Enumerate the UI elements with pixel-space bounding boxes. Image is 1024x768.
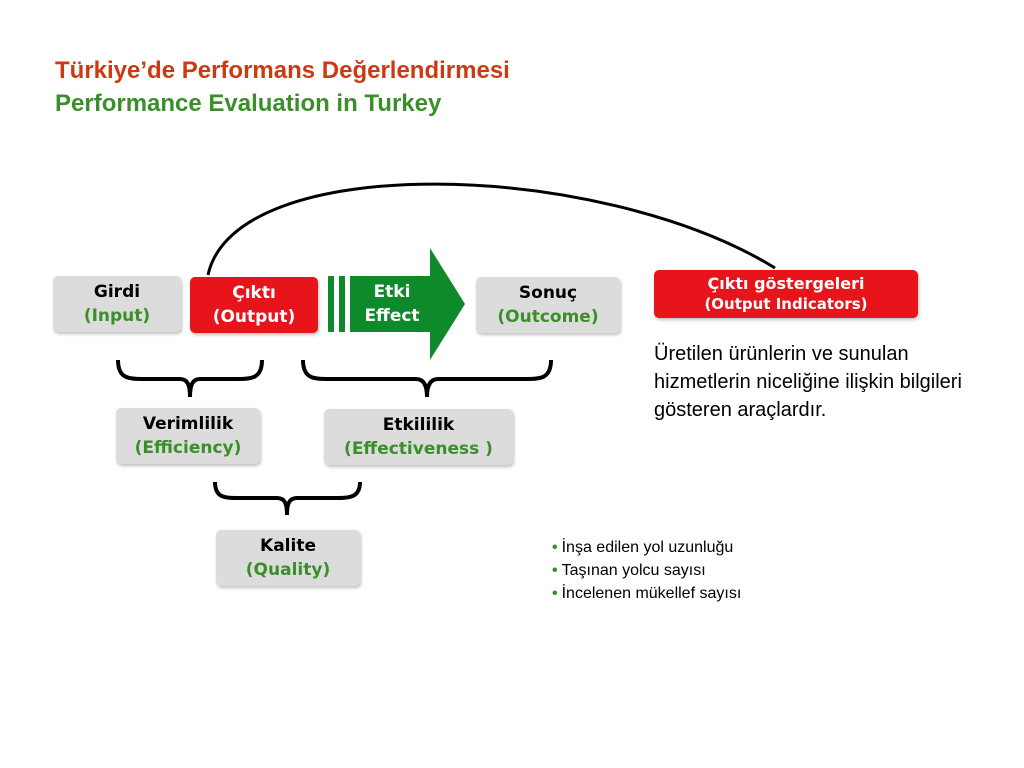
brace-efficiency <box>116 359 264 398</box>
kalite-label: Kalite <box>260 536 316 556</box>
etki-label: Etki <box>373 282 411 302</box>
girdi-sub: (Input) <box>83 306 151 326</box>
cikti-gostergeleri-box: Çıktı göstergeleri (Output Indicators) <box>654 270 918 318</box>
example-text: Taşınan yolcu sayısı <box>561 562 706 579</box>
title-turkish: Türkiye’de Performans Değerlendirmesi <box>55 57 510 84</box>
output-indicator-arc <box>206 182 776 276</box>
etkililik-label: Etkililik <box>382 415 455 435</box>
example-text: İnşa edilen yol uzunluğu <box>561 539 734 556</box>
brace-effectiveness <box>301 359 553 398</box>
cikti-gostergeleri-sub: (Output Indicators) <box>704 295 868 313</box>
sonuc-label: Sonuç <box>518 283 578 303</box>
arrow-stripe-2 <box>339 276 345 332</box>
cikti-gostergeleri-label: Çıktı göstergeleri <box>707 274 865 293</box>
etkililik-sub: (Effectiveness ) <box>344 439 493 459</box>
etki-text: Etki Effect <box>352 280 432 328</box>
verimlilik-sub: (Efficiency) <box>134 438 242 458</box>
bullet-icon: • <box>552 562 558 579</box>
etki-arrow <box>350 248 465 360</box>
kalite-sub: (Quality) <box>245 560 331 580</box>
verimlilik-box: Verimlilik (Efficiency) <box>116 408 260 464</box>
bullet-icon: • <box>552 585 558 602</box>
cikti-label: Çıktı <box>232 283 276 303</box>
etkililik-box: Etkililik (Effectiveness ) <box>324 409 513 465</box>
example-text: İncelenen mükellef sayısı <box>561 585 742 602</box>
cikti-box: Çıktı (Output) <box>190 277 318 333</box>
list-item: •İnşa edilen yol uzunluğu <box>552 536 741 559</box>
sonuc-sub: (Outcome) <box>497 307 599 327</box>
girdi-box: Girdi (Input) <box>53 276 181 332</box>
bullet-icon: • <box>552 539 558 556</box>
girdi-label: Girdi <box>93 282 141 302</box>
cikti-sub: (Output) <box>212 307 296 327</box>
sonuc-box: Sonuç (Outcome) <box>476 277 620 333</box>
list-item: •İncelenen mükellef sayısı <box>552 582 741 605</box>
etki-sub: Effect <box>364 306 420 326</box>
verimlilik-label: Verimlilik <box>142 414 234 434</box>
list-item: •Taşınan yolcu sayısı <box>552 559 741 582</box>
kalite-box: Kalite (Quality) <box>216 530 360 586</box>
output-indicators-description: Üretilen ürünlerin ve sunulan hizmetleri… <box>654 343 962 421</box>
title-english: Performance Evaluation in Turkey <box>55 90 442 117</box>
arrow-stripe-1 <box>328 276 334 332</box>
brace-quality <box>213 481 362 516</box>
examples-list: •İnşa edilen yol uzunluğu •Taşınan yolcu… <box>552 536 741 605</box>
